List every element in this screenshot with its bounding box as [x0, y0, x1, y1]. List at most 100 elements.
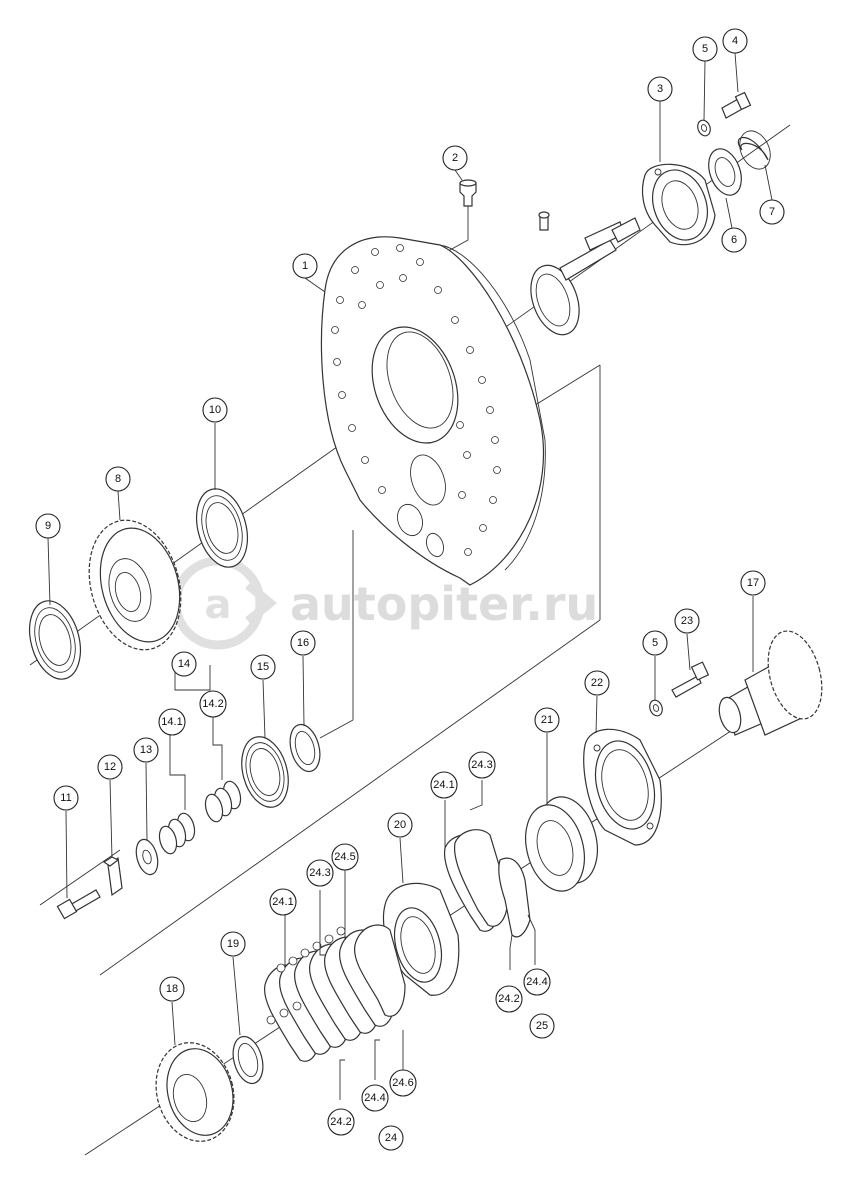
callout-4: 4: [722, 28, 748, 54]
callout-label: 3: [657, 83, 663, 95]
callout-label: 1: [302, 260, 308, 272]
callout-18: 18: [159, 976, 185, 1002]
callout-24-4-right: 24.4: [523, 968, 551, 996]
callout-label: 14.2: [202, 698, 223, 710]
shaft-17: [718, 630, 823, 736]
callout-23: 23: [674, 608, 700, 634]
callout-24-3-right: 24.3: [468, 751, 496, 779]
callout-label: 24.2: [498, 993, 519, 1005]
callout-label: 9: [45, 520, 51, 532]
bearing-10: [196, 488, 248, 568]
svg-text:a: a: [205, 582, 232, 628]
callout-label: 10: [209, 404, 221, 416]
washer-5-top: [697, 119, 711, 137]
callout-label: 8: [115, 473, 121, 485]
callout-14-2: 14.2: [199, 690, 227, 718]
callout-label: 6: [731, 234, 737, 246]
flange-22: [583, 728, 662, 846]
bearing-housing: [641, 163, 716, 246]
watermark-text: autopiter.ru: [290, 577, 598, 631]
watermark: a autopiter.ru: [171, 556, 598, 650]
callout-21: 21: [534, 707, 560, 733]
callout-label: 4: [732, 35, 738, 47]
callout-label: 7: [769, 206, 775, 218]
callout-11: 11: [53, 785, 79, 811]
housing-20: [382, 882, 460, 996]
callout-label: 14.1: [161, 716, 182, 728]
bearing-9: [29, 600, 81, 680]
callout-label: 5: [702, 43, 708, 55]
callout-24-1-right: 24.1: [430, 771, 458, 799]
callout-label: 24.4: [364, 1092, 385, 1104]
callout-label: 17: [747, 577, 759, 589]
gear-18: [155, 1042, 235, 1142]
callout-label: 13: [140, 744, 152, 756]
leader-lines: [47, 52, 773, 1100]
callout-label: 24.6: [392, 1077, 413, 1089]
callout-3: 3: [647, 76, 673, 102]
gear-8: [88, 519, 182, 651]
bolt-23: [671, 661, 710, 698]
callout-24-3-left: 24.3: [306, 859, 334, 887]
callout-label: 24.3: [471, 759, 492, 771]
callout-label: 20: [394, 819, 406, 831]
callout-label: 24.4: [526, 976, 547, 988]
circlip-7: [737, 130, 771, 170]
callout-2: 2: [442, 145, 468, 171]
bearing-15: [241, 736, 289, 808]
washer-5-bottom: [649, 699, 663, 717]
callout-9: 9: [35, 513, 61, 539]
callout-24-4-left: 24.4: [361, 1084, 389, 1112]
callout-25: 25: [529, 1013, 555, 1039]
shim-set-24-right: [443, 829, 531, 938]
callout-22: 22: [584, 670, 610, 696]
bearing-6: [708, 148, 742, 196]
bearing-21: [525, 796, 598, 892]
callout-24-1-left: 24.1: [269, 888, 297, 916]
callout-5-bottom: 5: [642, 630, 668, 656]
callout-label: 21: [541, 714, 553, 726]
callout-1: 1: [292, 253, 318, 279]
callout-24-5: 24.5: [331, 843, 359, 871]
callout-12: 12: [97, 754, 123, 780]
ring-19: [232, 1035, 264, 1085]
callout-6: 6: [721, 227, 747, 253]
plug: [459, 179, 477, 207]
bolt-4: [721, 91, 752, 119]
callout-24-6: 24.6: [389, 1069, 417, 1097]
callout-label: 25: [536, 1020, 548, 1032]
callout-label: 23: [681, 615, 693, 627]
bolt-11: [56, 889, 101, 920]
callout-label: 5: [652, 637, 658, 649]
callout-19: 19: [220, 931, 246, 957]
callout-label: 14: [178, 658, 190, 670]
callout-16: 16: [290, 630, 316, 656]
callout-label: 24.1: [272, 896, 293, 908]
callout-label: 18: [166, 983, 178, 995]
callout-10: 10: [202, 397, 228, 423]
lock-plate-12: [102, 856, 123, 897]
callout-label: 24.5: [334, 851, 355, 863]
callout-8: 8: [105, 466, 131, 492]
washer-13: [135, 838, 159, 876]
housing-plate: [320, 236, 546, 586]
callout-label: 16: [297, 637, 309, 649]
callout-label: 24: [385, 1132, 397, 1144]
callout-label: 24.2: [330, 1116, 351, 1128]
shaft-seal: [530, 211, 641, 336]
callout-label: 11: [60, 792, 71, 804]
callout-24-2-left: 24.2: [327, 1108, 355, 1136]
callout-14-1: 14.1: [158, 708, 186, 736]
callout-label: 15: [257, 661, 269, 673]
callout-label: 22: [591, 677, 603, 689]
callout-15: 15: [250, 654, 276, 680]
shim-16: [289, 723, 321, 773]
callout-24-2-right: 24.2: [495, 985, 523, 1013]
callout-label: 2: [452, 152, 458, 164]
shim-stack-14: [158, 780, 242, 855]
callout-label: 12: [104, 761, 116, 773]
callout-13: 13: [133, 737, 159, 763]
callout-20: 20: [387, 812, 413, 838]
callout-label: 19: [227, 938, 239, 950]
